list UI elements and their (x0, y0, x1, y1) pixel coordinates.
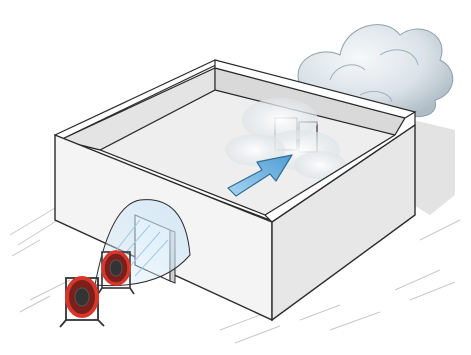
fan-icon (60, 278, 104, 327)
